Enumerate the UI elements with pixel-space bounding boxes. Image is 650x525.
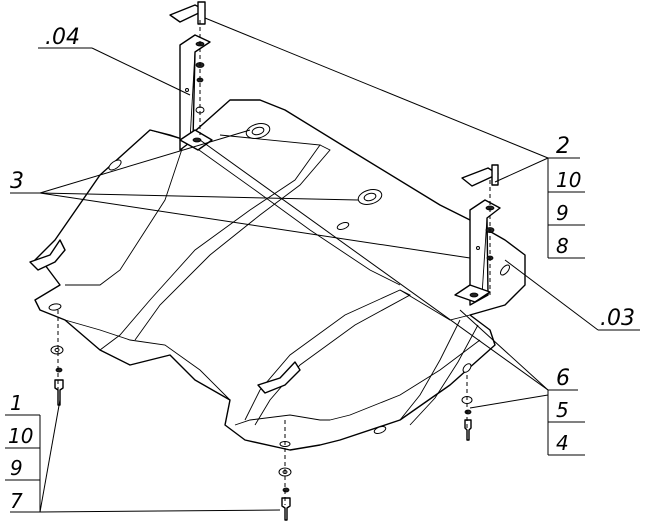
label-4-right: 4 (556, 431, 569, 455)
weld-nut-2 (357, 189, 383, 205)
weld-nut-1 (245, 123, 271, 139)
label-5-right: 5 (556, 398, 569, 422)
label-1-left: 1 (10, 391, 23, 415)
bracket-04 (179, 34, 213, 151)
label-7-left: 7 (10, 489, 23, 513)
label-10-right: 10 (556, 168, 581, 192)
label-04: .04 (45, 25, 80, 50)
label-stack-right-top (547, 158, 585, 259)
label-8-right: 8 (556, 234, 569, 258)
bolt-top-right (461, 164, 499, 261)
label-2: 2 (556, 134, 570, 159)
mount-tab-left (29, 239, 66, 271)
label-03: .03 (600, 306, 635, 331)
bolt-top-left (169, 1, 206, 114)
label-9-left: 9 (10, 456, 23, 480)
label-6: 6 (556, 366, 570, 391)
label-9-right: 9 (556, 201, 569, 225)
leader-lines (10, 17, 640, 513)
label-10-left: 10 (8, 424, 33, 448)
mount-tab-bottom (257, 361, 301, 394)
bracket-03 (454, 199, 501, 306)
skid-plate (34, 99, 526, 451)
label-stack-right-bottom (547, 390, 585, 456)
bolt-bottom-left (50, 345, 64, 406)
label-3: 3 (10, 169, 24, 194)
label-stack-left (5, 414, 41, 512)
